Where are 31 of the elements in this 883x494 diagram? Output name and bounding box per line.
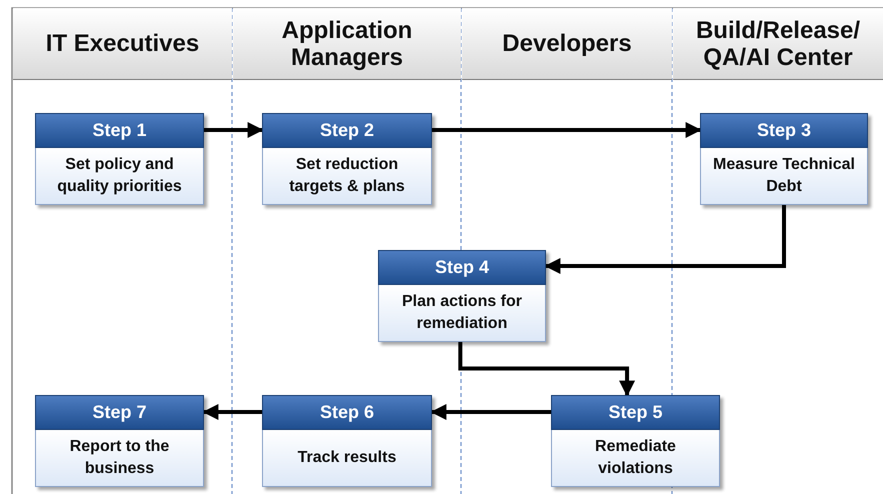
lane-header: Build/Release/ QA/AI Center bbox=[673, 8, 883, 80]
process-box bbox=[551, 395, 720, 487]
step-description: Set reduction targets & plans bbox=[262, 148, 432, 205]
step-description: Plan actions for remediation bbox=[378, 285, 546, 342]
step-heading: Step 3 bbox=[700, 113, 868, 148]
step-heading: Step 4 bbox=[378, 250, 546, 285]
lane-header: IT Executives bbox=[13, 8, 232, 80]
step-heading: Step 2 bbox=[262, 113, 432, 148]
step-description: Measure Technical Debt bbox=[700, 148, 868, 205]
step-description: Track results bbox=[262, 430, 432, 487]
arrow bbox=[544, 205, 786, 274]
step-description: Remediate violations bbox=[551, 430, 720, 487]
process-box bbox=[35, 395, 204, 487]
step-heading: Step 6 bbox=[262, 395, 432, 430]
arrow bbox=[432, 122, 702, 138]
arrow bbox=[430, 404, 551, 420]
step-description: Report to the business bbox=[35, 430, 204, 487]
process-box bbox=[700, 113, 868, 205]
process-box bbox=[262, 113, 432, 205]
arrow bbox=[458, 342, 636, 397]
lane-header: Developers bbox=[462, 8, 672, 80]
process-box bbox=[262, 395, 432, 487]
step-description: Set policy and quality priorities bbox=[35, 148, 204, 205]
process-box bbox=[35, 113, 204, 205]
arrow bbox=[204, 122, 264, 138]
step-heading: Step 1 bbox=[35, 113, 204, 148]
step-heading: Step 5 bbox=[551, 395, 720, 430]
step-heading: Step 7 bbox=[35, 395, 204, 430]
lane-header: Application Managers bbox=[233, 8, 461, 80]
arrow bbox=[202, 404, 262, 420]
process-box bbox=[378, 250, 546, 342]
